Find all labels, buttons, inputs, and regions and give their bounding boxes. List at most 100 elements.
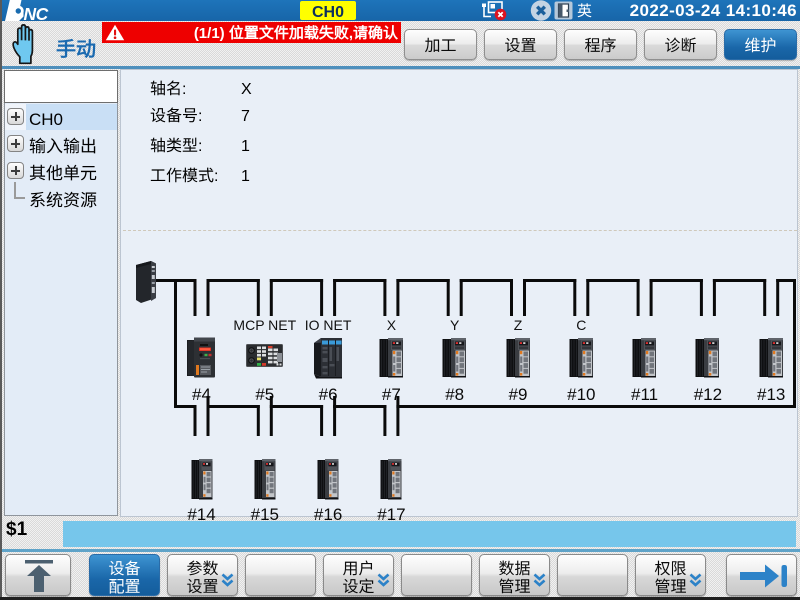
tree-item-3[interactable]: 其他单元	[5, 158, 117, 184]
device-node-4	[186, 336, 217, 384]
toolbar-button-label: 设备 配置	[108, 555, 141, 597]
device-id-label: #9	[508, 380, 528, 405]
close-circle-icon[interactable]	[529, 0, 553, 21]
toolbar-button-4[interactable]	[245, 554, 316, 596]
datetime-display: 2022-03-24 14:10:46	[629, 1, 797, 20]
chevron-double-down-icon	[689, 569, 702, 587]
field-value: 7	[241, 102, 250, 126]
port-label: IO NET	[304, 317, 352, 333]
device-node-12	[695, 337, 720, 383]
port-label: Z	[513, 317, 523, 333]
field-label: 轴名:	[150, 75, 187, 99]
toolbar-button-9[interactable]: 权限 管理	[635, 554, 706, 596]
field-value: X	[241, 75, 252, 99]
device-id-label: #5	[255, 380, 275, 405]
field-value: 1	[241, 132, 250, 156]
main-panel	[120, 69, 798, 517]
svg-text:NC: NC	[24, 4, 49, 21]
toolbar-up-arrow-button[interactable]	[5, 554, 71, 596]
warning-triangle-icon	[105, 24, 125, 41]
sidebar-blank-box[interactable]	[4, 70, 118, 103]
toolbar-button-5[interactable]: 用户 设定	[323, 554, 394, 596]
toolbar-button-3[interactable]: 参数 设置	[167, 554, 238, 596]
brand-logo-icon: NC	[5, 0, 49, 21]
device-node-9	[506, 337, 531, 383]
device-id-label: #14	[187, 500, 216, 525]
device-id-label: #17	[377, 500, 406, 525]
menu-tab-4[interactable]: 诊断	[644, 29, 717, 60]
toolbar-button-label: 用户 设定	[342, 555, 375, 597]
network-disconnected-icon[interactable]	[481, 1, 508, 21]
device-node-8	[442, 337, 467, 383]
channel-badge[interactable]: CH0	[300, 1, 356, 20]
toolbar-button-6[interactable]	[401, 554, 472, 596]
toolbar-button-label: 权限 管理	[654, 555, 687, 597]
device-node-5	[246, 344, 284, 372]
tree-item-1[interactable]: CH0	[5, 104, 117, 130]
port-label: C	[576, 317, 587, 333]
device-node-6	[313, 336, 344, 384]
tree-item-label: 其他单元	[29, 159, 97, 184]
toolbar-button-label: 参数 设置	[186, 555, 219, 597]
device-id-label: #13	[757, 380, 786, 405]
device-id-label: #10	[567, 380, 596, 405]
device-node-14	[191, 458, 213, 505]
device-id-label: #11	[631, 380, 659, 405]
toolbar-button-2[interactable]: 设备 配置	[89, 554, 160, 596]
dashed-separator	[123, 230, 797, 231]
device-node-10	[569, 337, 594, 383]
device-node-7	[379, 337, 404, 383]
expand-plus-icon[interactable]	[7, 108, 24, 125]
manual-mode-hand-icon	[12, 24, 34, 65]
field-label: 轴类型:	[150, 132, 203, 156]
alert-bar[interactable]: (1/1) 位置文件加载失败,请确认	[102, 22, 401, 43]
tree-item-label: CH0	[29, 105, 64, 130]
tree-item-2[interactable]: 输入输出	[5, 131, 117, 157]
port-label: Y	[450, 317, 460, 333]
device-id-label: #6	[318, 380, 338, 405]
expand-plus-icon[interactable]	[7, 162, 24, 179]
device-id-label: #4	[192, 380, 211, 405]
tree-item-label: 输入输出	[29, 132, 97, 157]
screen-bottom-edge	[0, 597, 800, 600]
menu-tab-2[interactable]: 设置	[484, 29, 557, 60]
tree-elbow-icon	[14, 182, 25, 199]
status-bar	[63, 521, 796, 547]
top-bar: NC CH0 英 2022-03-24 14:10:46	[0, 0, 800, 21]
tree-item-4[interactable]: 系统资源	[5, 182, 117, 211]
toolbar-next-arrow-button[interactable]	[726, 554, 797, 596]
port-label: X	[386, 317, 397, 333]
device-master	[134, 261, 159, 308]
device-id-label: #7	[381, 380, 401, 405]
notebook-icon[interactable]	[554, 1, 573, 20]
field-label: 设备号:	[150, 102, 203, 126]
menu-tab-5[interactable]: 维护	[724, 29, 797, 60]
separator-line	[0, 66, 800, 69]
menu-tab-3[interactable]: 程序	[564, 29, 637, 60]
device-node-11	[632, 337, 657, 383]
expand-plus-icon[interactable]	[7, 135, 24, 152]
screen-left-edge	[0, 0, 2, 600]
steel-line	[0, 549, 800, 552]
field-label: 工作模式:	[150, 162, 219, 186]
tree-item-label: 系统资源	[29, 186, 97, 211]
language-indicator[interactable]: 英	[577, 0, 593, 21]
mode-label: 手动	[56, 33, 96, 62]
device-node-16	[317, 458, 339, 505]
menu-tab-1[interactable]: 加工	[404, 29, 477, 60]
chevron-double-down-icon	[533, 569, 546, 587]
channel-indicator: $1	[6, 519, 28, 540]
toolbar-button-8[interactable]	[557, 554, 628, 596]
device-node-15	[254, 458, 276, 505]
up-arrow-icon	[25, 560, 53, 592]
device-node-17	[380, 458, 402, 505]
device-id-label: #8	[445, 380, 465, 405]
toolbar-button-label: 数据 管理	[498, 555, 531, 597]
device-id-label: #15	[250, 500, 279, 525]
toolbar-button-7[interactable]: 数据 管理	[479, 554, 550, 596]
device-id-label: #16	[313, 500, 343, 525]
device-node-13	[759, 337, 784, 383]
field-value: 1	[241, 162, 250, 186]
next-arrow-icon	[740, 564, 787, 588]
chevron-double-down-icon	[377, 569, 390, 587]
